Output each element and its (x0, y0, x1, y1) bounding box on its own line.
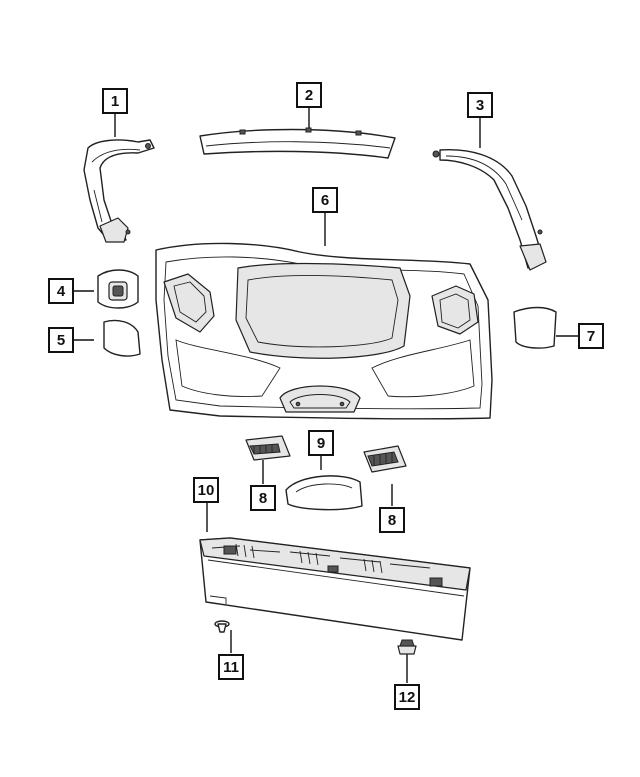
callout-4: 4 (48, 278, 74, 304)
callout-8-left: 8 (250, 485, 276, 511)
part-9-pull-cup-insert (285, 475, 363, 511)
callout-1: 1 (102, 88, 128, 114)
callout-7: 7 (578, 323, 604, 349)
part-7-cover-panel (513, 306, 557, 349)
callout-8-right: 8 (379, 507, 405, 533)
callout-6: 6 (312, 187, 338, 213)
callout-2: 2 (296, 82, 322, 108)
callout-5: 5 (48, 327, 74, 353)
part-3-right-pillar-trim (432, 149, 547, 271)
part-4-bezel-with-switch (97, 269, 139, 309)
callout-9: 9 (308, 430, 334, 456)
callout-11: 11 (218, 654, 244, 680)
part-10-scuff-plate (199, 537, 471, 641)
part-12-retainer-clip (397, 639, 417, 655)
part-1-left-pillar-trim (83, 139, 155, 243)
part-6-liftgate-trim-panel (155, 242, 493, 420)
leader-lines (74, 108, 578, 683)
part-2-header-trim (199, 127, 396, 159)
part-5-cover-panel (103, 319, 141, 357)
part-11-push-pin-fastener (214, 620, 230, 633)
part-8-left-latch-cover (245, 435, 291, 461)
callout-12: 12 (394, 684, 420, 710)
callout-10: 10 (193, 477, 219, 503)
callout-3: 3 (467, 92, 493, 118)
part-8-right-latch-cover (363, 445, 407, 473)
